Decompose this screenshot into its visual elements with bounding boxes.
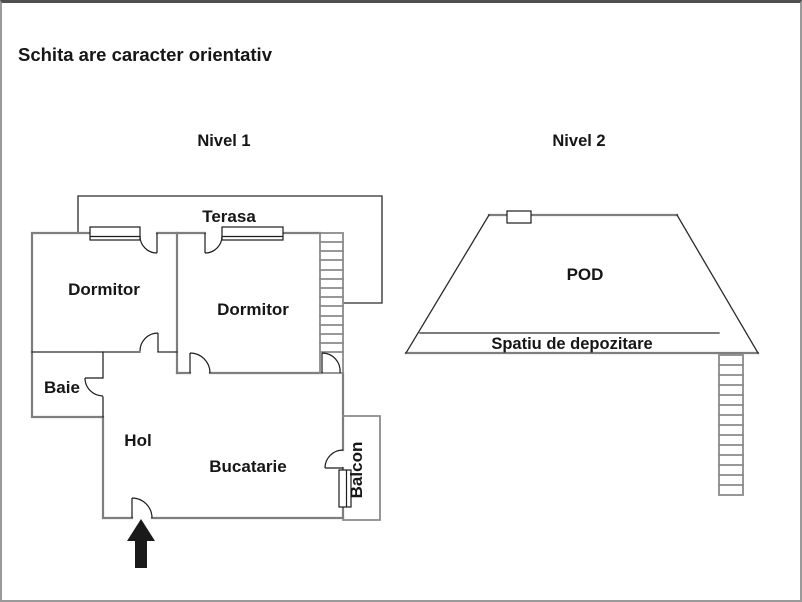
staircase-nivel1: [319, 232, 344, 374]
room-label-dormitor-right: Dormitor: [217, 300, 289, 319]
disclaimer-note: Schita are caracter orientativ: [18, 44, 273, 65]
door-hol-dormitor-right: [189, 352, 211, 374]
terasa-outline: [77, 195, 383, 304]
window-symbol-bucatarie: [338, 469, 352, 508]
balcon-outline: [342, 415, 381, 521]
chimney-symbol: [506, 210, 532, 224]
staircase-nivel2-steps: [718, 364, 744, 486]
door-entrance: [131, 497, 153, 519]
door-staircase-bottom: [321, 352, 341, 374]
room-label-terasa: Terasa: [202, 207, 256, 226]
floorplan-drawing: Nivel 1 Terasa Dormitor Dormitor Baie Ho…: [18, 44, 760, 568]
room-label-depozitare: Spatiu de depozitare: [491, 335, 652, 353]
door-dormitor-left-hol: [139, 332, 159, 352]
staircase-nivel2: [718, 354, 744, 496]
roof-left-slant: [405, 214, 490, 354]
plan2-title: Nivel 2: [552, 132, 605, 150]
roof-right-slant: [676, 214, 759, 354]
window-symbol-dormitor-right: [221, 226, 284, 241]
room-label-hol: Hol: [124, 431, 151, 450]
door-balcon: [324, 449, 344, 469]
outer-wall-topleft: [30, 231, 92, 354]
room-label-baie: Baie: [44, 378, 80, 397]
entrance-arrow-icon: [127, 519, 155, 568]
door-terasa-dormitor-right: [204, 233, 223, 254]
room-label-pod: POD: [567, 265, 604, 284]
room-label-balcon: Balcon: [347, 442, 366, 499]
window-symbol-dormitor-left: [89, 226, 141, 241]
door-baie: [84, 377, 104, 397]
room-label-dormitor-left: Dormitor: [68, 280, 140, 299]
staircase-nivel1-steps: [319, 241, 344, 353]
door-terasa-dormitor-left: [139, 233, 158, 254]
outer-wall-left-lower: [30, 350, 134, 520]
room-label-bucatarie: Bucatarie: [209, 457, 286, 476]
staircase-nivel1-outline: [319, 232, 344, 374]
plan1-title: Nivel 1: [197, 132, 250, 150]
plan-nivel1: Nivel 1 Terasa Dormitor Dormitor Baie Ho…: [30, 132, 383, 568]
plan-nivel2: Nivel 2 POD Spatiu de depozitare: [404, 132, 760, 496]
